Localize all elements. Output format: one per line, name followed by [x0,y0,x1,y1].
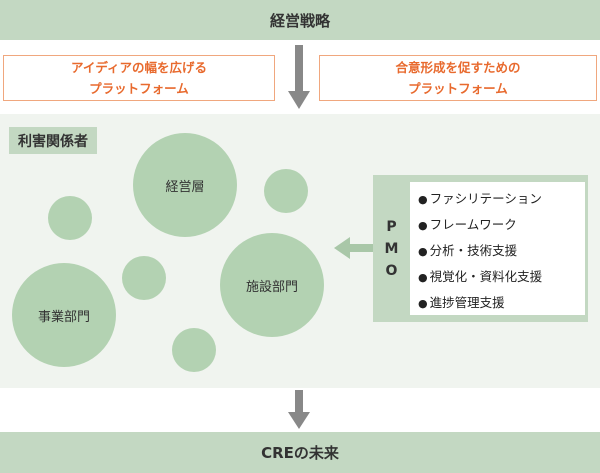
stakeholder-title-text: 利害関係者 [18,133,88,150]
circle-business: 事業部門 [12,263,116,367]
pmo-item-framework: フレームワーク [418,212,585,238]
bottom-band-label: CREの未来 [261,444,339,462]
pmo-label-o: O [385,262,398,279]
platform-consensus-line1: 合意形成を促すための [395,60,521,75]
bottom-band-future: CREの未来 [0,432,600,473]
platform-box-consensus: 合意形成を促すための プラットフォーム [319,55,597,101]
pmo-item-progress: 進捗管理支援 [418,290,585,316]
down-arrow-bottom-icon [288,390,310,429]
platform-ideas-line1: アイディアの幅を広げる [70,60,207,75]
down-arrow-top-icon [288,45,310,109]
circle-facilities-label: 施設部門 [245,279,298,295]
platform-consensus-line2: プラットフォーム [408,81,508,96]
circle-small-4 [172,328,216,372]
platform-ideas-line2: プラットフォーム [89,81,189,96]
pmo-item-visualization: 視覚化・資料化支援 [418,264,585,290]
circle-facilities: 施設部門 [220,233,324,337]
stakeholder-title: 利害関係者 [9,127,97,154]
pmo-label-p: P [386,218,397,235]
circle-small-2 [264,169,308,213]
pmo-support-list: ファシリテーション フレームワーク 分析・技術支援 視覚化・資料化支援 進捗管理… [410,182,585,315]
platform-box-ideas: アイディアの幅を広げる プラットフォーム [3,55,275,101]
circle-management-label: 経営層 [165,179,205,195]
circle-small-1 [48,196,92,240]
circle-business-label: 事業部門 [37,309,90,325]
top-band-strategy: 経営戦略 [0,0,600,40]
pmo-item-facilitation: ファシリテーション [418,186,585,212]
circle-small-3 [122,256,166,300]
pmo-label: P M O [373,175,410,322]
top-band-label: 経営戦略 [269,11,330,30]
pmo-item-analysis: 分析・技術支援 [418,238,585,264]
circle-management: 経営層 [133,133,237,237]
left-arrow-pmo-icon [334,237,374,259]
pmo-label-m: M [384,240,399,257]
